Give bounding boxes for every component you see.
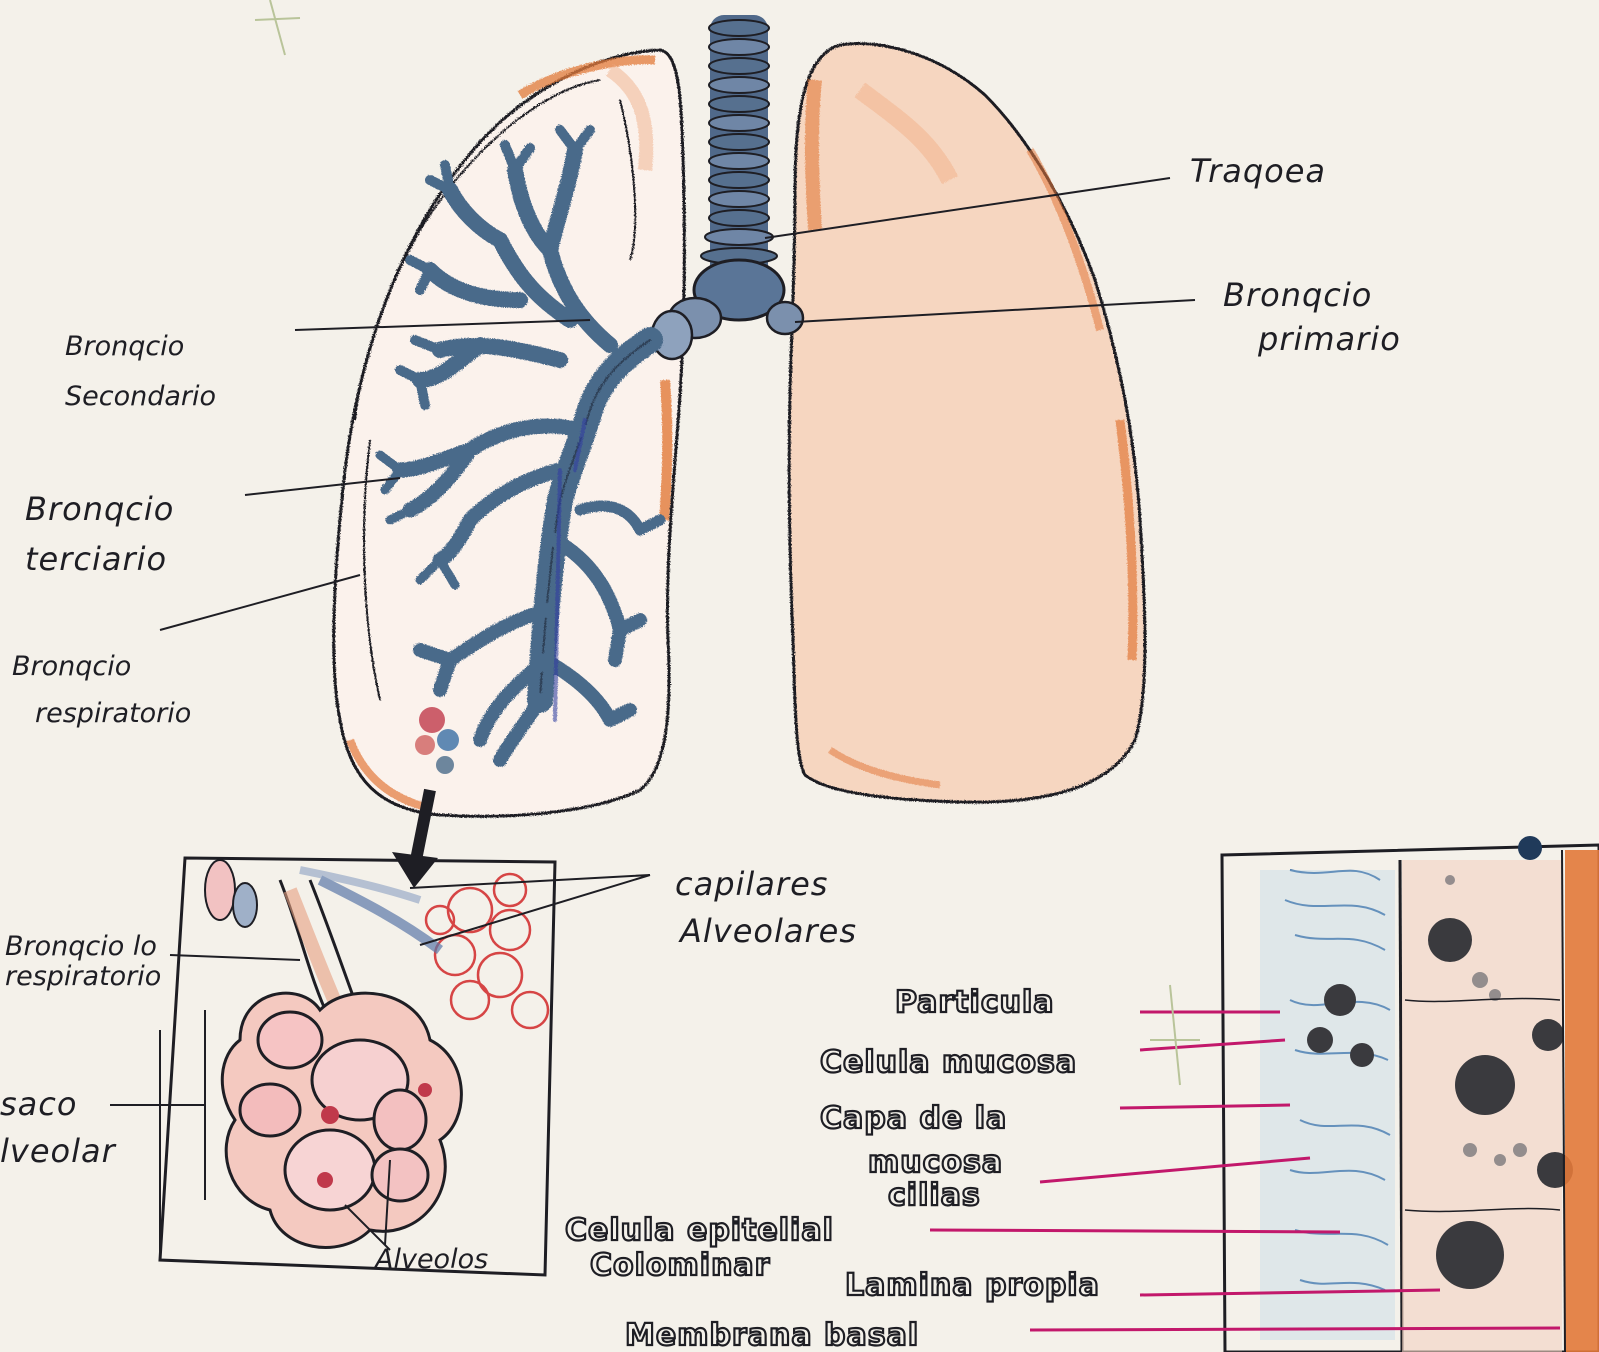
trachea-ring <box>709 77 769 93</box>
label-capilares: capilares <box>675 865 828 903</box>
label-celula-mucosa: Celula mucosa <box>820 1045 1077 1080</box>
pencil-mark <box>255 0 300 55</box>
label-capa-2: mucosa <box>868 1145 1003 1180</box>
label-alveolos: Alveolos <box>373 1244 488 1275</box>
label-bronquio-primario-2: primario <box>1257 320 1401 358</box>
label-saco-2: lveolar <box>0 1132 117 1170</box>
label-bronquio-respiratorio-2: respiratorio <box>35 698 191 729</box>
label-bronquio-terciario-1: Bronqcio <box>25 490 174 528</box>
trachea-ring <box>709 191 769 207</box>
label-bronquio-secundario-1: Bronqcio <box>65 331 184 362</box>
right-lung-outline <box>789 43 1145 802</box>
alveolus-inset <box>160 858 555 1275</box>
label-bronquio-respiratorio-1: Bronqcio <box>12 651 131 682</box>
trachea-ring <box>709 115 769 131</box>
label-celula-epitelial-1: Celula epitelial <box>565 1213 834 1248</box>
label-cilias: cilias <box>888 1178 981 1213</box>
right-lung <box>789 43 1145 802</box>
label-bronquiolo-2: respiratorio <box>5 961 161 992</box>
trachea-ring <box>709 210 769 226</box>
label-lamina-propia: Lamina propia <box>845 1268 1100 1303</box>
trachea-ring <box>709 153 769 169</box>
label-bronquio-secundario-2: Secondario <box>65 381 216 412</box>
trachea-ring <box>709 172 769 188</box>
capillary-network <box>426 874 548 1028</box>
trachea-ring <box>709 134 769 150</box>
label-bronquio-terciario-2: terciario <box>25 540 167 578</box>
trachea-ring <box>709 96 769 112</box>
label-particula: Particula <box>895 985 1055 1020</box>
label-traquea: Traqoea <box>1190 152 1326 190</box>
trachea-ring <box>709 20 769 36</box>
alveolar-sac <box>222 993 461 1247</box>
label-saco-1: saco <box>0 1085 77 1123</box>
label-alveolares: Alveolares <box>678 912 857 950</box>
trachea-ring <box>709 58 769 74</box>
label-celula-epitelial-2: Colominar <box>590 1248 770 1283</box>
trachea-ring <box>705 229 773 245</box>
label-membrana-basal: Membrana basal <box>625 1318 919 1352</box>
label-bronquio-primario-1: Bronqcio <box>1223 276 1372 314</box>
label-bronquiolo-1: Bronqcio lo <box>5 931 157 962</box>
histology-panel <box>1222 836 1599 1352</box>
label-capa-1: Capa de la <box>820 1101 1007 1136</box>
trachea-ring <box>709 39 769 55</box>
